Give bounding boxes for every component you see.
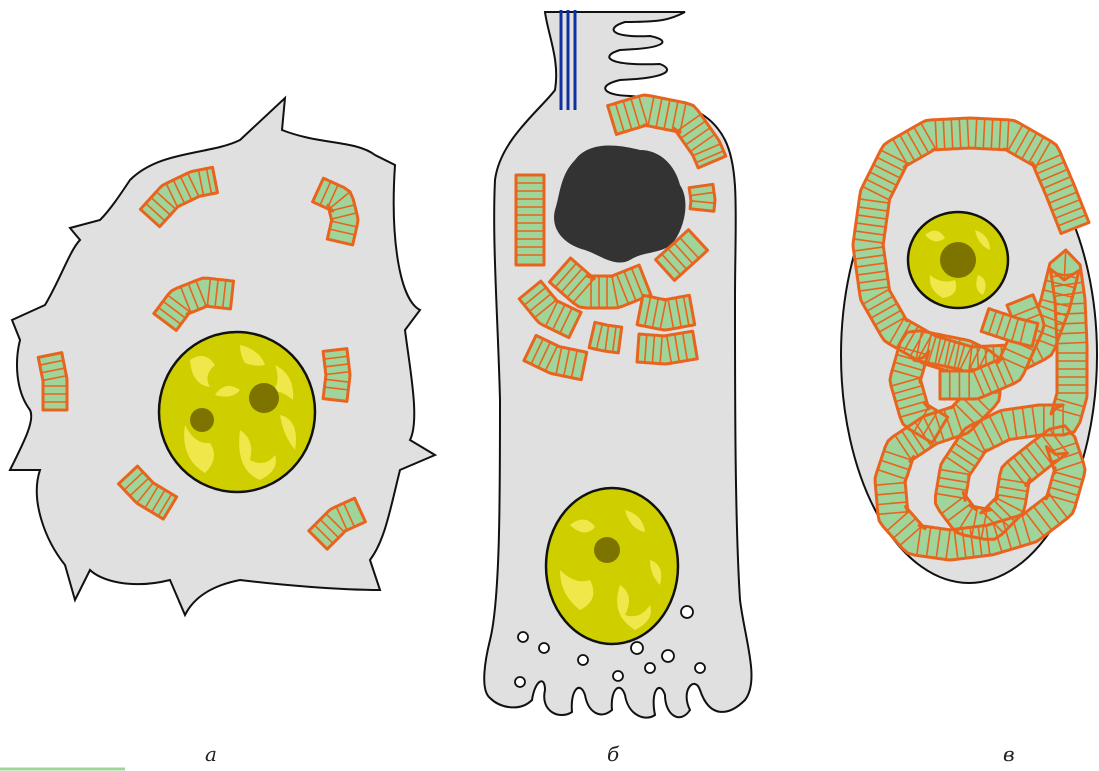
- vesicle: [515, 677, 525, 687]
- cell-b: [484, 10, 751, 718]
- vesicle: [518, 632, 528, 642]
- nucleolus: [249, 383, 279, 413]
- panel-label-c: в: [1003, 742, 1015, 766]
- nucleolus: [594, 537, 620, 563]
- vesicle: [681, 606, 693, 618]
- mitochondrion: [323, 349, 350, 402]
- cell-c: [841, 118, 1097, 583]
- mitochondrion: [38, 353, 67, 410]
- mitochondrion: [637, 331, 697, 364]
- mitochondrion: [637, 295, 695, 330]
- cell-a: [10, 98, 435, 615]
- vesicle: [539, 643, 549, 653]
- panel-label-b: б: [607, 742, 620, 766]
- mitochondrion-body: [689, 184, 715, 211]
- nucleus: [159, 332, 315, 492]
- mitochondrion: [516, 175, 544, 265]
- panel-label-a: а: [205, 742, 217, 766]
- nucleolus: [190, 408, 214, 432]
- vesicle: [662, 650, 674, 662]
- vesicle: [613, 671, 623, 681]
- vesicle: [631, 642, 643, 654]
- nucleolus: [940, 242, 976, 278]
- mitochondrion: [589, 322, 622, 353]
- vesicle: [578, 655, 588, 665]
- dark-body: [554, 146, 685, 263]
- mitochondrion-body: [516, 175, 544, 265]
- vesicle: [695, 663, 705, 673]
- mitochondrion: [689, 184, 715, 211]
- vesicle: [645, 663, 655, 673]
